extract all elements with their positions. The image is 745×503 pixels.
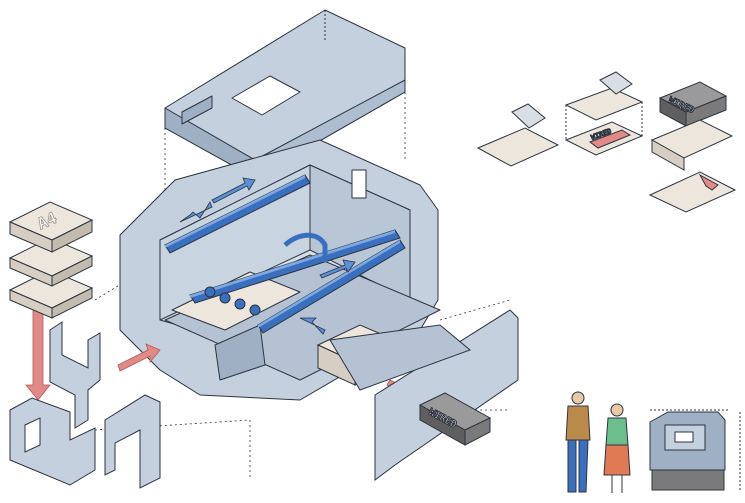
gantry-rails <box>164 174 406 334</box>
scale-figures-icon <box>565 391 741 493</box>
paper-stack-icon: A4 <box>8 201 94 319</box>
motion-arrows <box>179 177 356 335</box>
process-steps-icon: WIRED WIRED <box>476 71 737 213</box>
bottom-printed-block: WIRED <box>418 392 492 446</box>
left-side-panels <box>9 321 161 489</box>
